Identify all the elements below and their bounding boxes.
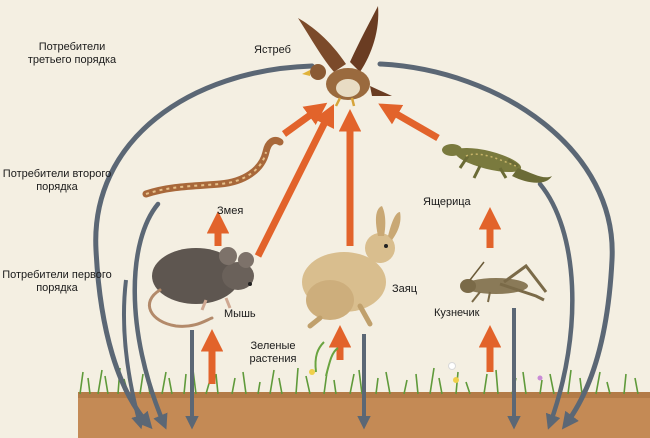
- snake-pattern: [145, 151, 267, 195]
- label-consumers-second-order: Потребители второго порядка: [2, 168, 112, 193]
- hare-illustration: [302, 206, 401, 329]
- hawk-illustration: [298, 6, 392, 107]
- label-grasshopper: Кузнечик: [434, 307, 480, 319]
- label-hare: Заяц: [392, 283, 418, 295]
- decomposition-arc-right-outer: [377, 61, 615, 430]
- food-arrow-mouse-hawk: [254, 103, 335, 258]
- food-arrow-lizard-hawk: [378, 103, 440, 142]
- decomposition-arrow-mouse-side: [121, 279, 145, 430]
- food-arrow-snake-hawk: [281, 102, 328, 137]
- label-hawk: Ястреб: [254, 44, 291, 56]
- label-lizard: Ящерица: [423, 196, 471, 208]
- label-consumers-first-order: Потребители первого порядка: [2, 269, 112, 294]
- grasshopper-illustration: [460, 261, 548, 303]
- mouse-illustration: [147, 247, 254, 328]
- lizard-illustration: [442, 144, 552, 183]
- grass-strip: [79, 367, 639, 395]
- snake-illustration: [142, 137, 284, 198]
- plant-sprouts: [314, 341, 339, 377]
- decomposition-arc-right-inner: [537, 181, 575, 430]
- flowers: [309, 362, 543, 383]
- label-mouse: Мышь: [224, 308, 256, 320]
- decomposition-arc-left-inner: [132, 201, 168, 430]
- label-consumers-third-order: Потребители третьего порядка: [27, 41, 117, 66]
- label-green-plants: Зеленые растения: [249, 340, 297, 365]
- label-snake: Змея: [217, 205, 244, 217]
- decomposition-arc-left-outer: [93, 63, 315, 430]
